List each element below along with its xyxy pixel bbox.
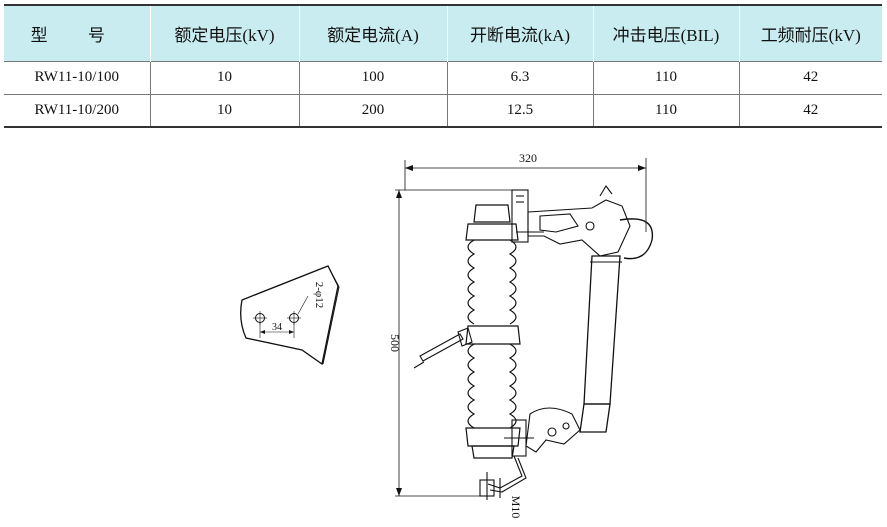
header-model: 型 号 [30,25,123,45]
mounting-bracket-detail [240,265,340,366]
bolt-label: M10 [509,496,523,519]
fuse-tube [579,255,622,433]
dimension-lines [395,158,647,497]
cell-model: RW11-10/100 [4,60,150,94]
cell-power-frequency: 42 [738,93,882,128]
hole-spacing-label: 34 [272,322,282,333]
header-breaking-current: 开断电流(kA) [446,5,593,61]
cell-impulse-voltage: 110 [592,93,739,128]
header-power-frequency: 工频耐压(kV) [738,5,882,61]
cell-rated-current: 200 [298,93,447,128]
table-row: RW11-10/100 10 100 6.3 110 42 [4,60,882,94]
dim-height-label: 500 [388,334,402,352]
table-header-row: 型 号 额定电压(kV) 额定电流(A) 开断电流(kA) 冲击电压(BIL) … [4,5,882,61]
cell-rated-voltage: 10 [149,93,299,128]
bottom-bracket [479,455,527,500]
cell-impulse-voltage: 110 [592,60,739,94]
cell-model: RW11-10/200 [4,93,150,128]
cell-breaking-current: 12.5 [446,93,593,128]
table-row: RW11-10/200 10 200 12.5 110 42 [4,93,882,128]
cell-power-frequency: 42 [738,60,882,94]
cell-breaking-current: 6.3 [446,60,593,94]
cell-rated-voltage: 10 [149,60,299,94]
lower-contact [504,407,581,457]
header-impulse-voltage: 冲击电压(BIL) [592,5,739,61]
cell-rated-current: 100 [298,60,447,94]
header-rated-current: 额定电流(A) [298,5,447,61]
hole-label: 2-φ12 [313,282,325,309]
insulator [465,204,521,459]
spec-table: 型 号 额定电压(kV) 额定电流(A) 开断电流(kA) 冲击电压(BIL) … [4,4,882,128]
header-rated-voltage: 额定电压(kV) [149,5,299,61]
dim-width-label: 320 [519,151,537,165]
upper-contact [511,185,654,260]
side-terminal [413,327,473,369]
